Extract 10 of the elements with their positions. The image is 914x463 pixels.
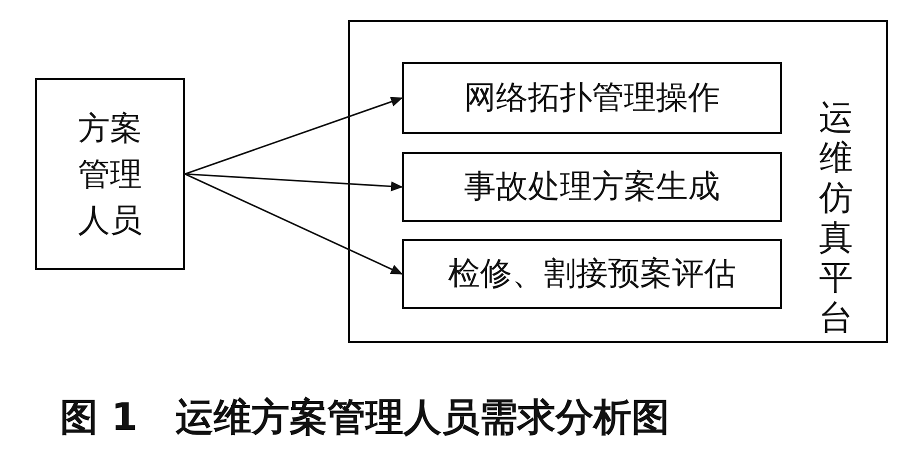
arrow bbox=[184, 173, 403, 275]
process-box: 网络拓扑管理操作 bbox=[402, 62, 782, 134]
process-box: 事故处理方案生成 bbox=[402, 152, 782, 222]
platform-box bbox=[348, 20, 888, 343]
figure-caption: 图 1 运维方案管理人员需求分析图 bbox=[60, 394, 670, 441]
platform-label: 运维仿真平台 bbox=[818, 98, 854, 338]
arrow bbox=[184, 96, 403, 175]
role-box: 方案管理人员 bbox=[35, 78, 185, 270]
arrow bbox=[184, 173, 403, 192]
process-box: 检修、割接预案评估 bbox=[402, 239, 782, 309]
